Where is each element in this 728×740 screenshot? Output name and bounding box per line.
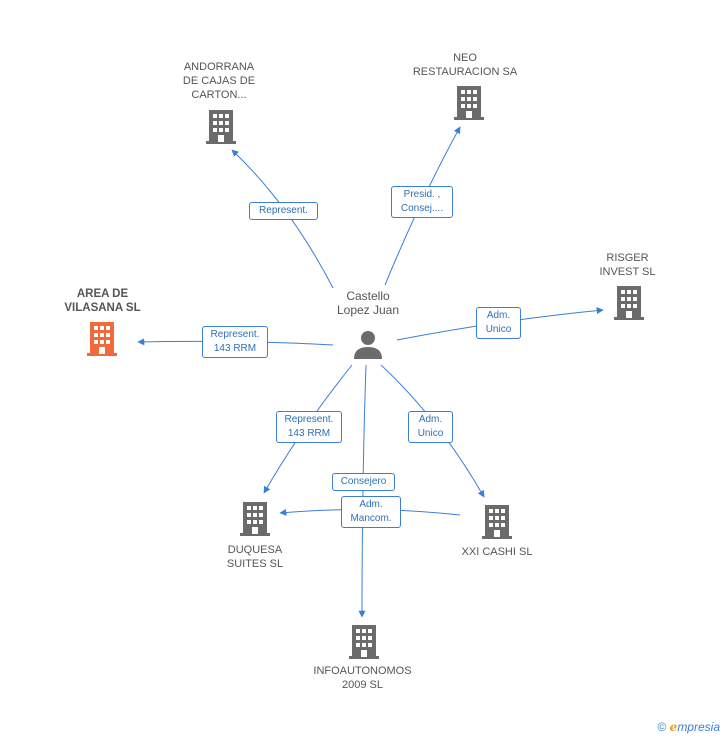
building-icon-area[interactable] bbox=[87, 322, 117, 356]
brand-logo-text: mpresia bbox=[677, 720, 720, 734]
relation-label-area: Represent. 143 RRM bbox=[202, 326, 268, 358]
copyright-footer: © empresia bbox=[657, 720, 720, 734]
building-icon-andorrana[interactable] bbox=[206, 110, 236, 144]
company-label-area[interactable]: AREA DE VILASANA SL bbox=[64, 288, 141, 314]
company-label-risger[interactable]: RISGER INVEST SL bbox=[599, 252, 656, 278]
relation-label-mancom: Adm. Mancom. bbox=[341, 496, 401, 528]
building-icon-risger[interactable] bbox=[614, 286, 644, 320]
relation-label-neo: Presid. , Consej.... bbox=[391, 186, 453, 218]
relation-label-risger: Adm. Unico bbox=[476, 307, 521, 339]
building-icon-duquesa[interactable] bbox=[240, 502, 270, 536]
company-label-neo[interactable]: NEO RESTAURACION SA bbox=[412, 52, 518, 78]
relation-label-consejero: Consejero bbox=[332, 473, 395, 491]
copyright-icon: © bbox=[657, 720, 667, 734]
relation-label-xxi: Adm. Unico bbox=[408, 411, 453, 443]
building-icon-xxi[interactable] bbox=[482, 505, 512, 539]
edge-infoautonomos bbox=[358, 364, 367, 618]
company-label-infoautonomos[interactable]: INFOAUTONOMOS 2009 SL bbox=[313, 665, 412, 691]
person-name: Castello Lopez Juan bbox=[336, 289, 400, 317]
company-label-andorrana[interactable]: ANDORRANA DE CAJAS DE CARTON... bbox=[182, 61, 256, 101]
brand-logo-e: e bbox=[669, 720, 678, 734]
company-label-duquesa[interactable]: DUQUESA SUITES SL bbox=[226, 544, 284, 570]
relation-label-duquesa: Represent. 143 RRM bbox=[276, 411, 342, 443]
building-icon-infoautonomos[interactable] bbox=[349, 625, 379, 659]
company-label-xxi[interactable]: XXI CASHI SL bbox=[461, 546, 533, 558]
relation-label-andorrana: Represent. bbox=[249, 202, 318, 220]
building-icon-neo[interactable] bbox=[454, 86, 484, 120]
person-icon[interactable] bbox=[353, 329, 383, 359]
